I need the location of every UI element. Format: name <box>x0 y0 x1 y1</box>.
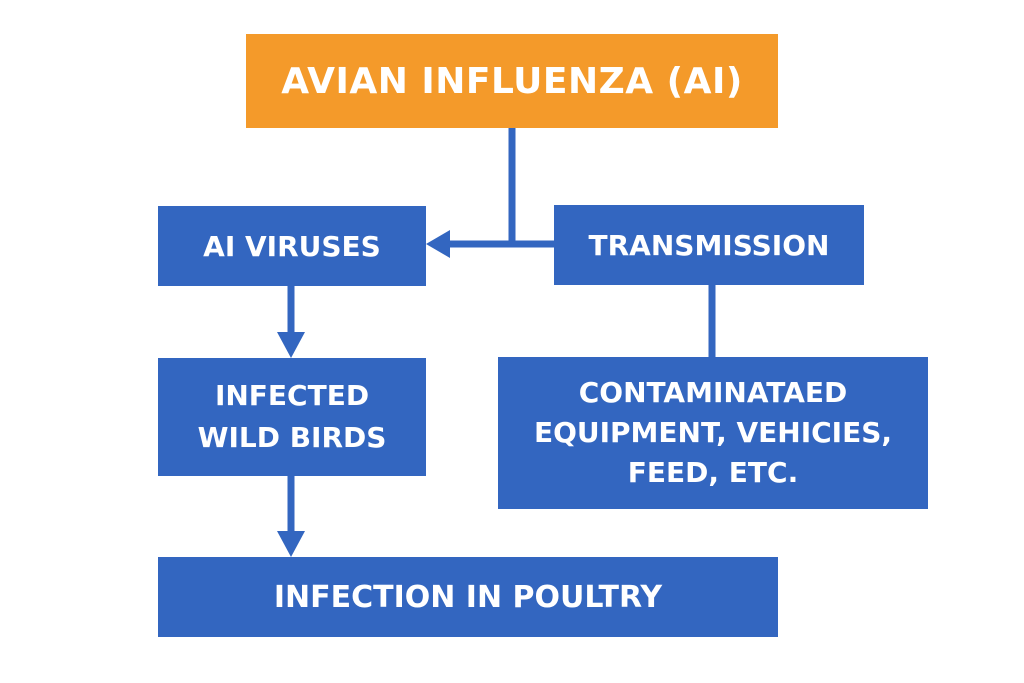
node-contaminated-equipment: CONTAMINATAED EQUIPMENT, VEHICIES, FEED,… <box>498 357 928 509</box>
node-avian-influenza: AVIAN INFLUENZA (AI) <box>246 34 778 128</box>
arrowhead-into-wild-birds <box>277 332 305 358</box>
node-transmission-label: TRANSMISSION <box>588 228 830 262</box>
node-infected-wild-birds-line-2: WILD BIRDS <box>197 421 387 454</box>
node-transmission: TRANSMISSION <box>554 205 864 285</box>
node-contaminated-equipment-line-1: CONTAMINATAED <box>578 376 848 409</box>
arrowhead-into-poultry <box>277 531 305 557</box>
node-contaminated-equipment-line-3: FEED, ETC. <box>627 456 799 489</box>
node-infected-wild-birds-line-1: INFECTED <box>214 379 370 412</box>
node-ai-viruses-label: AI VIRUSES <box>203 229 381 263</box>
node-infected-wild-birds: INFECTED WILD BIRDS <box>158 358 426 476</box>
node-infection-in-poultry-label: INFECTION IN POULTRY <box>273 579 663 615</box>
node-infection-in-poultry: INFECTION IN POULTRY <box>158 557 778 637</box>
arrowhead-into-viruses <box>426 230 450 258</box>
node-avian-influenza-label: AVIAN INFLUENZA (AI) <box>281 60 743 102</box>
node-ai-viruses: AI VIRUSES <box>158 206 426 286</box>
node-contaminated-equipment-line-2: EQUIPMENT, VEHICIES, <box>533 416 893 449</box>
